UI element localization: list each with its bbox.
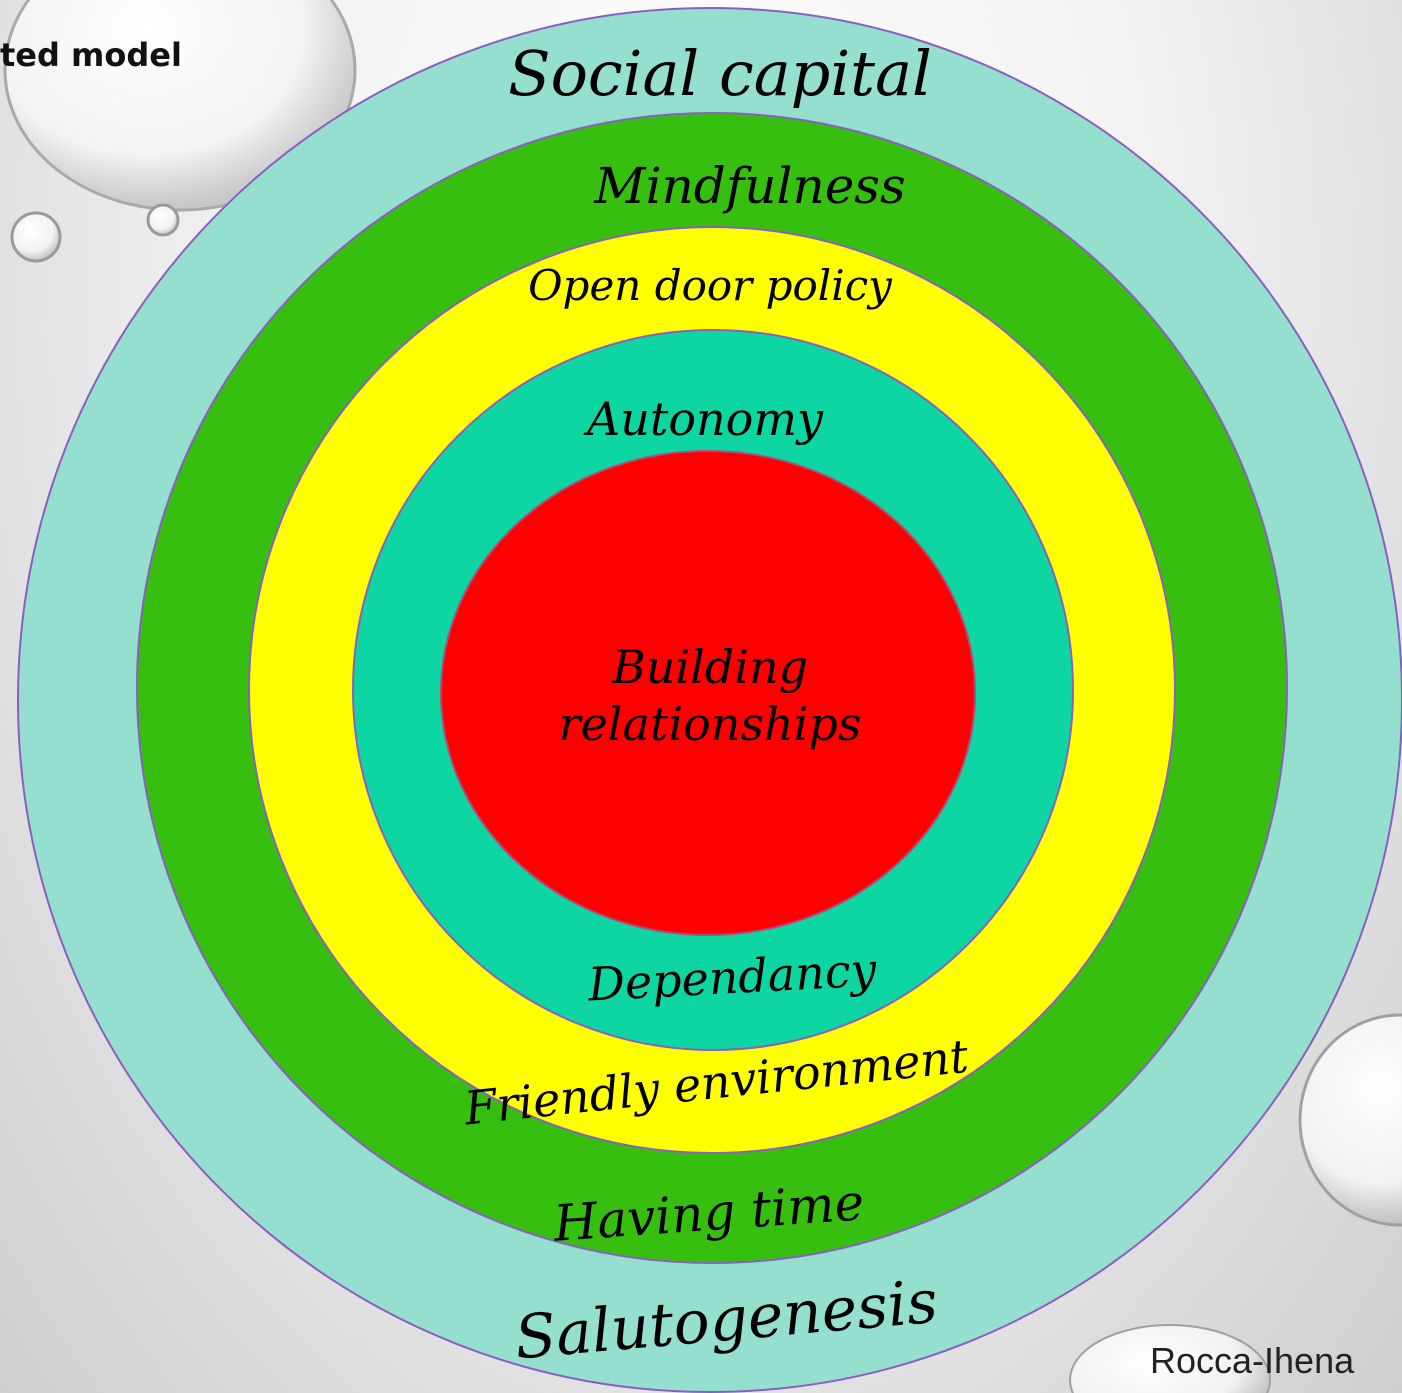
label-mindfulness: Mindfulness <box>593 157 905 215</box>
bubble-tiny-left <box>146 203 180 237</box>
slide-title: ted model <box>0 36 182 74</box>
label-open-door-policy: Open door policy <box>528 261 893 310</box>
bubble-top-left <box>3 0 357 212</box>
label-building: Building <box>611 640 808 694</box>
author-credit: Rocca-Ihena <box>1150 1340 1355 1381</box>
bubble-bottom-right <box>1069 1324 1271 1393</box>
ring-core <box>440 450 976 936</box>
label-autonomy: Autonomy <box>583 392 824 446</box>
bubble-small-left <box>10 211 62 263</box>
label-relationships: relationships <box>559 697 862 751</box>
decorative-bubbles <box>3 0 1402 1393</box>
rings <box>17 7 1402 1393</box>
bubble-right <box>1298 1013 1402 1227</box>
label-social-capital: Social capital <box>508 37 932 110</box>
